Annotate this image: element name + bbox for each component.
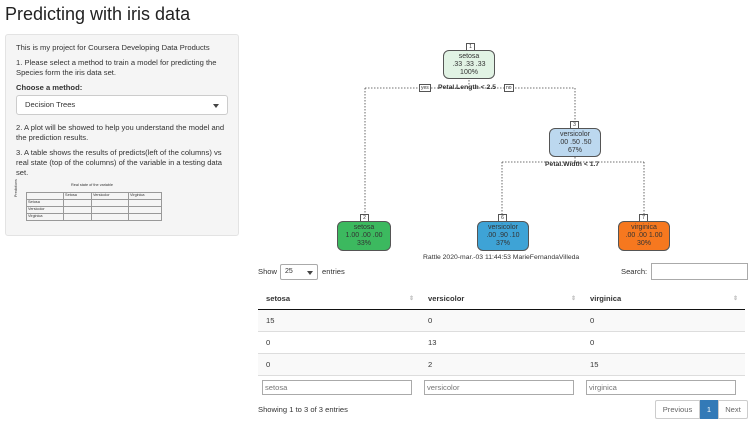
- node-pct: 37%: [495, 240, 510, 248]
- column-header-label: versicolor: [428, 293, 465, 303]
- sort-icon: ⇕: [408, 295, 414, 302]
- split-label-root: Petal.Length < 2.5: [438, 84, 496, 91]
- split-label-node3: Petal.Width < 1.7: [545, 161, 600, 168]
- filter-input-setosa[interactable]: [262, 379, 412, 395]
- column-header-label: virginica: [590, 293, 622, 303]
- method-select[interactable]: Decision Trees: [16, 95, 228, 116]
- table-cell: 0: [590, 338, 595, 347]
- search-label: Search:: [621, 267, 648, 276]
- table-row: 0 2 15: [258, 354, 745, 376]
- page-length-select[interactable]: 25: [280, 264, 318, 280]
- filter-input-versicolor[interactable]: [424, 379, 574, 395]
- tree-node-6: versicolor .00 .90 .10 37%: [477, 221, 529, 251]
- node-class: setosa: [353, 224, 375, 231]
- column-header-versicolor[interactable]: versicolor ⇕: [420, 287, 582, 309]
- column-header-virginica[interactable]: virginica ⇕: [582, 287, 744, 309]
- chevron-down-icon: [213, 104, 219, 109]
- page-length-value: 25: [285, 268, 293, 275]
- table-header-row: setosa ⇕ versicolor ⇕ virginica ⇕: [258, 287, 745, 310]
- sidebar-panel: This is my project for Coursera Developi…: [5, 34, 239, 236]
- column-filter-row: [258, 376, 745, 398]
- node-class: versicolor: [488, 224, 518, 231]
- next-page-button[interactable]: Next: [718, 400, 748, 419]
- table-cell: 15: [266, 316, 275, 325]
- table-cell: 0: [428, 316, 433, 325]
- method-label: Choose a method:: [16, 82, 83, 92]
- plot-caption: Rattle 2020-mar.-03 11:44:53 MarieFernan…: [423, 254, 580, 261]
- mini-table-row-label: Virginica: [25, 212, 65, 221]
- tree-node-7: virginica .00 .00 1.00 30%: [618, 221, 670, 251]
- table-cell: 15: [590, 360, 599, 369]
- mini-table-header: Virginica: [128, 191, 162, 200]
- intro-text: This is my project for Coursera Developi…: [16, 43, 210, 52]
- step2-text: 2. A plot will be showed to help you und…: [16, 123, 225, 143]
- node-pct: 33%: [356, 240, 371, 248]
- tree-edges: [364, 80, 645, 216]
- mini-table-caption: Real state of the variable: [70, 182, 113, 187]
- entries-label: entries: [322, 267, 345, 276]
- search-input[interactable]: [651, 263, 748, 280]
- page-1-button[interactable]: 1: [700, 400, 718, 419]
- node-pct: 100%: [460, 69, 478, 77]
- sort-icon: ⇕: [570, 295, 576, 302]
- results-table: setosa ⇕ versicolor ⇕ virginica ⇕ 15 0 0 0 …: [258, 287, 745, 398]
- step3-text: 3. A table shows the results of predicts…: [16, 148, 222, 177]
- mini-table-header: [25, 191, 65, 200]
- table-cell: 2: [428, 360, 433, 369]
- tree-node-root: setosa .33 .33 .33 100%: [443, 50, 495, 79]
- filter-input-virginica[interactable]: [586, 379, 736, 395]
- node-probs: .00 .50 .50: [558, 139, 592, 147]
- node-class: virginica: [631, 224, 657, 231]
- yes-tag: yes: [419, 84, 431, 92]
- chevron-down-icon: [307, 271, 313, 275]
- table-cell: 0: [590, 316, 595, 325]
- node-pct: 30%: [636, 240, 651, 248]
- mini-table: Setosa Versicolor Virginica Setosa Versi…: [25, 191, 162, 221]
- node-pct: 67%: [567, 147, 582, 155]
- mini-table-row-label: Setosa: [25, 198, 65, 207]
- table-cell: 0: [266, 360, 271, 369]
- tree-node-3: versicolor .00 .50 .50 67%: [549, 128, 601, 157]
- table-cell: 0: [266, 338, 271, 347]
- table-row: 0 13 0: [258, 332, 745, 354]
- table-info: Showing 1 to 3 of 3 entries: [258, 405, 348, 414]
- previous-page-button[interactable]: Previous: [655, 400, 700, 419]
- node-class: versicolor: [560, 131, 590, 138]
- node-class: setosa: [458, 53, 480, 60]
- example-confusion-table: Real state of the variable Predictions S…: [14, 179, 228, 221]
- column-header-label: setosa: [266, 293, 291, 303]
- sort-icon: ⇕: [732, 295, 738, 302]
- table-cell: 13: [428, 338, 437, 347]
- method-select-value: Decision Trees: [25, 100, 76, 110]
- decision-tree-plot: yes Petal.Length < 2.5 no Petal.Width < …: [330, 40, 690, 270]
- node-probs: 1.00 .00 .00: [345, 232, 383, 240]
- mini-table-side-label: Predictions: [14, 178, 18, 197]
- page-title: Predicting with iris data: [5, 4, 191, 24]
- tree-node-2: setosa 1.00 .00 .00 33%: [337, 221, 391, 251]
- mini-table-header: Versicolor: [90, 191, 130, 200]
- column-header-setosa[interactable]: setosa ⇕: [258, 287, 420, 309]
- node-probs: .00 .90 .10: [486, 232, 520, 240]
- no-tag: no: [504, 84, 514, 92]
- node-probs: .00 .00 1.00: [625, 232, 663, 240]
- node-probs: .33 .33 .33: [452, 61, 486, 69]
- step1-text: 1. Please select a method to train a mod…: [16, 57, 217, 77]
- mini-table-header: Setosa: [63, 191, 92, 200]
- show-label: Show: [258, 267, 277, 276]
- table-row: 15 0 0: [258, 310, 745, 332]
- mini-table-row-label: Versicolor: [25, 205, 65, 214]
